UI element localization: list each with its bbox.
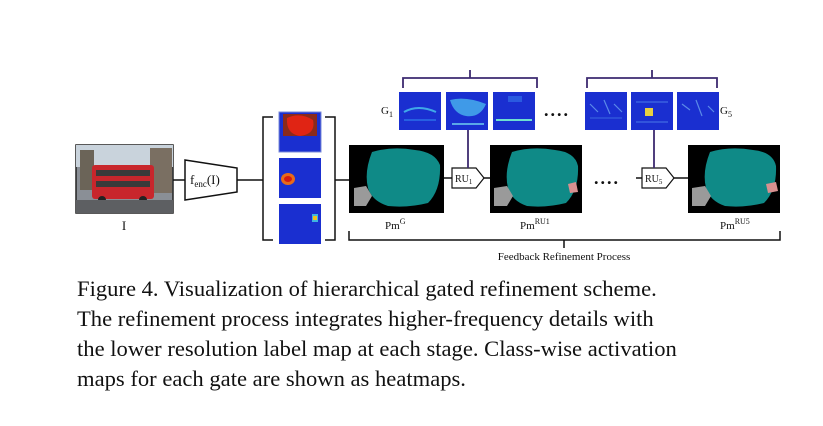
label-map-pm-ru5: PmRU5 (688, 145, 780, 232)
caption-line-4: maps for each gate are shown as heatmaps… (77, 366, 466, 391)
ru5-main: RU (645, 174, 660, 185)
feedback-bracket: Feedback Refinement Process (348, 231, 781, 263)
refinement-unit-5: RU5 (636, 122, 688, 189)
ru1-main: RU (455, 174, 470, 185)
activation-map-3 (279, 204, 321, 244)
activation-bracket (262, 116, 273, 241)
encoder-label-rest: (I) (207, 172, 220, 187)
label-map-pm-g: PmG (349, 145, 444, 232)
ru5-sub: 5 (659, 178, 663, 186)
encoder-block: fenc(I) (184, 159, 238, 201)
svg-text:fenc(I): fenc(I) (190, 172, 220, 189)
caption-line-1: Figure 4. Visualization of hierarchical … (77, 276, 657, 301)
pm-g-main: Pm (385, 220, 400, 232)
svg-text:RU1: RU1 (455, 174, 473, 186)
g1-main: G (381, 105, 389, 117)
refinement-unit-1: RU1 (444, 122, 490, 189)
gate-heatmap-5c (677, 92, 719, 130)
input-image: I (75, 144, 174, 233)
gate-heatmap-5b (631, 92, 673, 130)
activation-map-1 (278, 111, 322, 153)
g1-sub: 1 (389, 110, 393, 119)
ellipsis-top: .... (544, 100, 570, 120)
activation-map-2 (279, 158, 321, 198)
encoder-label-sub: enc (194, 179, 207, 189)
g5-sub: 5 (728, 110, 732, 119)
caption-line-3: the lower resolution label map at each s… (77, 336, 677, 361)
svg-text:G5: G5 (720, 105, 732, 119)
gate-heatmap-1c (493, 92, 535, 130)
figure-caption: Figure 4. Visualization of hierarchical … (77, 274, 789, 394)
gate-bracket-right (586, 70, 718, 88)
pm-ru5-sup: RU5 (735, 217, 750, 226)
g5-main: G (720, 105, 728, 117)
encoder-label-main: f (190, 172, 195, 187)
svg-text:RU5: RU5 (645, 174, 663, 186)
input-label: I (122, 218, 126, 233)
svg-text:G1: G1 (381, 105, 393, 119)
svg-text:PmRU1: PmRU1 (520, 217, 550, 232)
feedback-label: Feedback Refinement Process (498, 251, 631, 263)
svg-text:PmG: PmG (385, 217, 406, 232)
pm-ru1-main: Pm (520, 220, 535, 232)
pm-g-sup: G (400, 217, 406, 226)
ru1-sub: 1 (469, 178, 473, 186)
gate-heatmap-1b (446, 92, 488, 130)
caption-line-2: The refinement process integrates higher… (77, 306, 654, 331)
figure-diagram: I fenc(I) PmG (75, 70, 781, 263)
gate-heatmap-1a (399, 92, 441, 130)
label-map-pm-ru1: PmRU1 (490, 145, 582, 232)
pm-ru1-sup: RU1 (535, 217, 550, 226)
pm-ru5-main: Pm (720, 220, 735, 232)
gate-bracket-left (402, 70, 538, 88)
gate-heatmap-5a (585, 92, 627, 130)
ellipsis-middle: .... (594, 168, 620, 188)
svg-text:PmRU5: PmRU5 (720, 217, 750, 232)
